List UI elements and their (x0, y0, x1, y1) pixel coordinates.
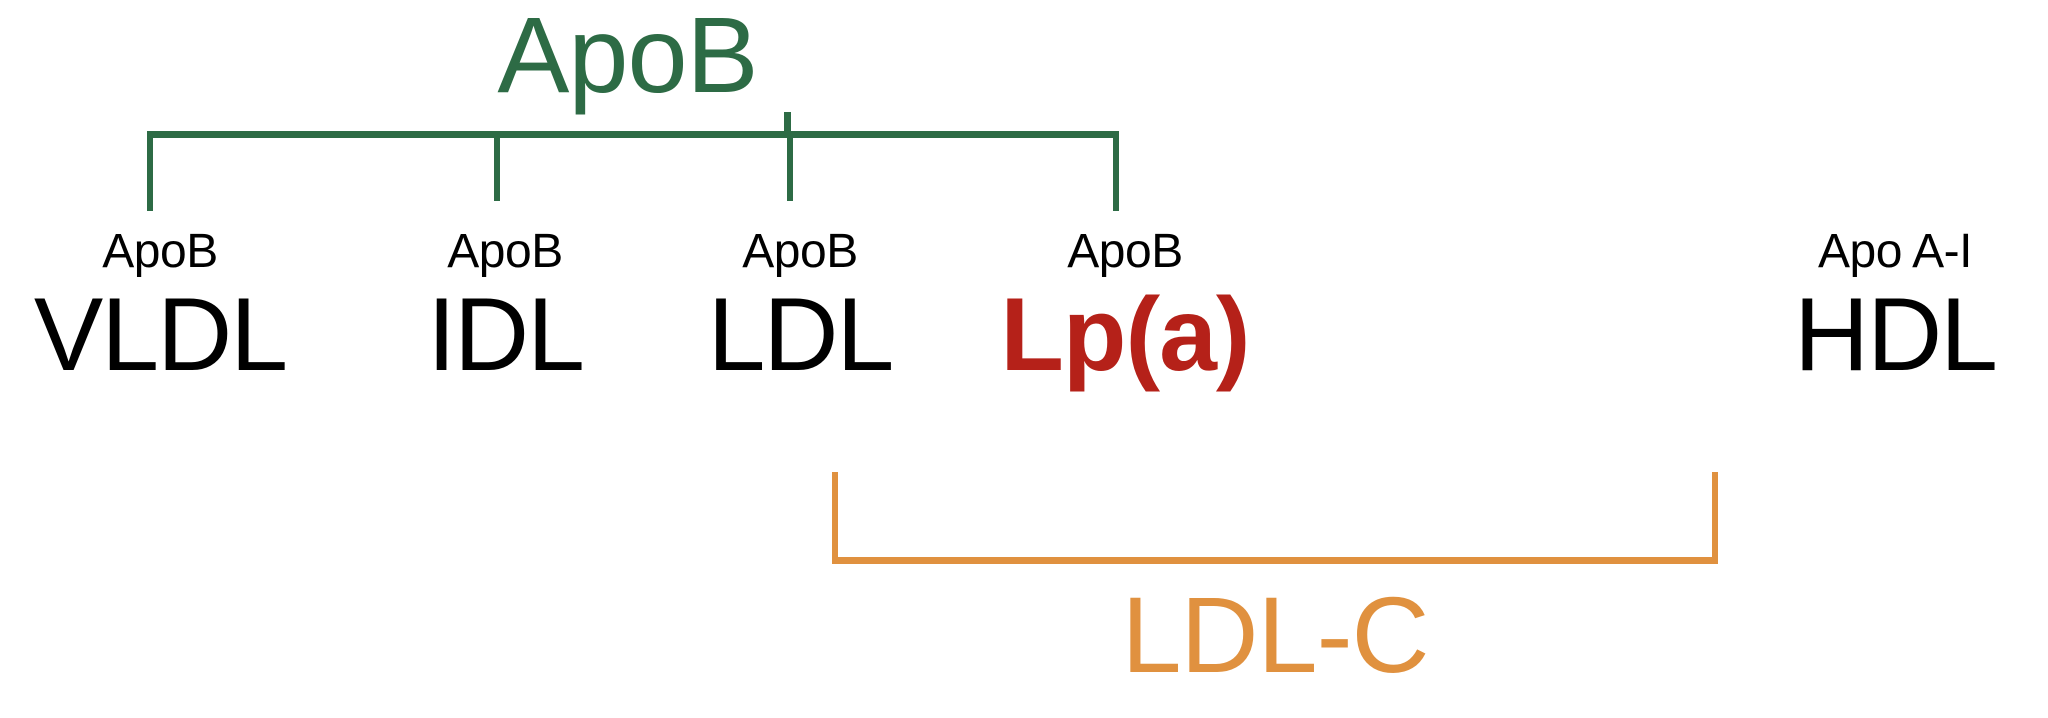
particle-column-idl: ApoB IDL (345, 225, 665, 393)
ldlc-bracket-bottom-rail (832, 557, 1718, 564)
apo-label-lpa: ApoB (1067, 225, 1183, 278)
particle-name-hdl: HDL (1793, 277, 1998, 393)
apob-group-title: ApoB (497, 0, 758, 115)
ldlc-grouping-bracket (832, 472, 1718, 564)
particle-name-lpa: Lp(a) (1000, 277, 1250, 393)
particle-name-vldl: VLDL (33, 277, 288, 393)
ldlc-bracket-arm-ldl (832, 472, 838, 564)
apo-label-ldl: ApoB (742, 225, 858, 278)
apob-bracket-arm-lpa (1113, 131, 1119, 211)
apob-title-stem (784, 112, 791, 134)
particle-column-hdl: Apo A-I HDL (1735, 225, 2048, 393)
apob-bracket-arm-vldl (147, 131, 153, 211)
apo-label-vldl: ApoB (102, 225, 218, 278)
particle-column-vldl: ApoB VLDL (0, 225, 320, 393)
apob-bracket-arm-ldl (787, 131, 793, 201)
apob-grouping-bracket (147, 131, 1119, 211)
apo-label-idl: ApoB (447, 225, 563, 278)
apo-label-hdl: Apo A-I (1818, 225, 1972, 278)
ldlc-group-title: LDL-C (1121, 574, 1429, 695)
ldlc-bracket-arm-lpa (1712, 472, 1718, 564)
apob-bracket-arm-idl (494, 131, 500, 201)
particle-column-ldl: ApoB LDL (640, 225, 960, 393)
particle-name-ldl: LDL (707, 277, 895, 393)
particle-name-idl: IDL (427, 277, 585, 393)
particle-column-lpa: ApoB Lp(a) (965, 225, 1285, 393)
apob-bracket-top-rail (147, 131, 1119, 138)
